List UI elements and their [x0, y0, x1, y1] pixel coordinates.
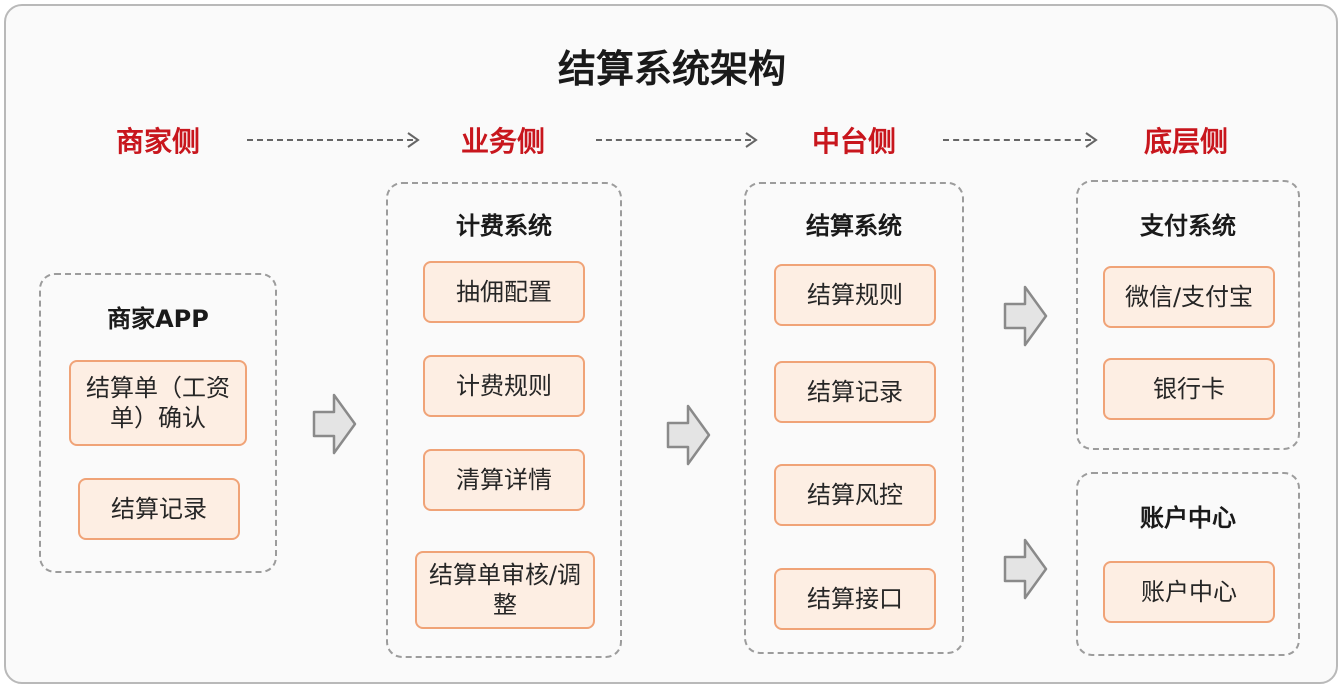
settlement-record-box: 结算记录 [78, 478, 240, 540]
settlement-records-box: 结算记录 [774, 361, 936, 423]
panel-title: 账户中心 [1140, 504, 1236, 532]
diagram-title: 结算系统架构 [557, 47, 786, 91]
billing-system-panel: 计费系统 抽佣配置 计费规则 清算详情 结算单审核/调整 [386, 182, 622, 658]
panel-title: 计费系统 [456, 212, 552, 240]
clearing-details-box: 清算详情 [423, 449, 585, 511]
column-header-base: 底层侧 [1143, 125, 1228, 158]
column-header-merchant: 商家侧 [115, 125, 200, 158]
panel-title: 商家APP [107, 305, 209, 333]
settlement-audit-box: 结算单审核/调整 [415, 551, 595, 629]
header-flow-arrow-1 [247, 139, 413, 141]
column-header-middle: 中台侧 [811, 125, 896, 158]
merchant-app-panel: 商家APP 结算单（工资单）确认 结算记录 [39, 273, 277, 573]
billing-rules-box: 计费规则 [423, 355, 585, 417]
wechat-alipay-box: 微信/支付宝 [1103, 266, 1275, 328]
bank-card-box: 银行卡 [1103, 358, 1275, 420]
flow-arrow-icon [1003, 538, 1048, 600]
account-center-panel: 账户中心 账户中心 [1076, 472, 1300, 656]
arrowhead-icon [407, 132, 420, 148]
panel-title: 结算系统 [806, 212, 902, 240]
header-flow-arrow-2 [596, 139, 751, 141]
account-center-box: 账户中心 [1103, 561, 1275, 623]
settlement-risk-box: 结算风控 [774, 464, 936, 526]
arrowhead-icon [1085, 132, 1098, 148]
panel-title: 支付系统 [1140, 212, 1236, 240]
settlement-interface-box: 结算接口 [774, 568, 936, 630]
settlement-confirm-box: 结算单（工资单）确认 [69, 360, 247, 446]
flow-arrow-icon [312, 393, 357, 455]
settlement-rules-box: 结算规则 [774, 264, 936, 326]
commission-config-box: 抽佣配置 [423, 261, 585, 323]
header-flow-arrow-3 [943, 139, 1091, 141]
settlement-system-panel: 结算系统 结算规则 结算记录 结算风控 结算接口 [744, 182, 964, 654]
flow-arrow-icon [666, 404, 711, 466]
flow-arrow-icon [1003, 285, 1048, 347]
arrowhead-icon [745, 132, 758, 148]
column-header-business: 业务侧 [460, 125, 545, 158]
payment-system-panel: 支付系统 微信/支付宝 银行卡 [1076, 180, 1300, 450]
